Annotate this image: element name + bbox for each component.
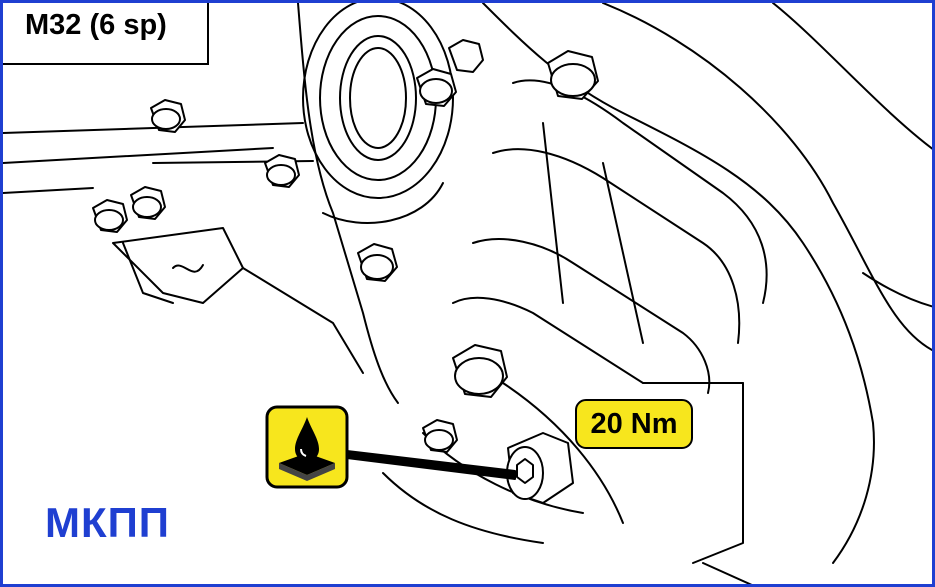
bolt [92, 199, 128, 233]
bolt [130, 186, 166, 220]
bolt [150, 99, 186, 133]
bolt [416, 68, 457, 107]
left-bracket-lines [3, 122, 364, 374]
bolt [452, 344, 508, 398]
bolt [357, 243, 398, 282]
housing-outline [297, 3, 932, 584]
bolts [92, 39, 599, 504]
shaft-seal [302, 3, 454, 224]
oil-drop-icon [265, 405, 349, 489]
filler-plug [506, 432, 574, 504]
leader-line [346, 450, 516, 480]
bolt [547, 50, 599, 100]
torque-label: 20 Nm [590, 407, 678, 440]
bolt [422, 419, 458, 453]
gearbox-label: МКПП [45, 499, 170, 546]
bolt [264, 154, 300, 188]
model-label: M32 (6 sp) [25, 9, 167, 41]
model-label-box: M32 (6 sp) [3, 3, 209, 65]
gearbox-drawing [3, 3, 932, 584]
torque-badge: 20 Nm [575, 399, 693, 449]
bolt [448, 39, 484, 73]
